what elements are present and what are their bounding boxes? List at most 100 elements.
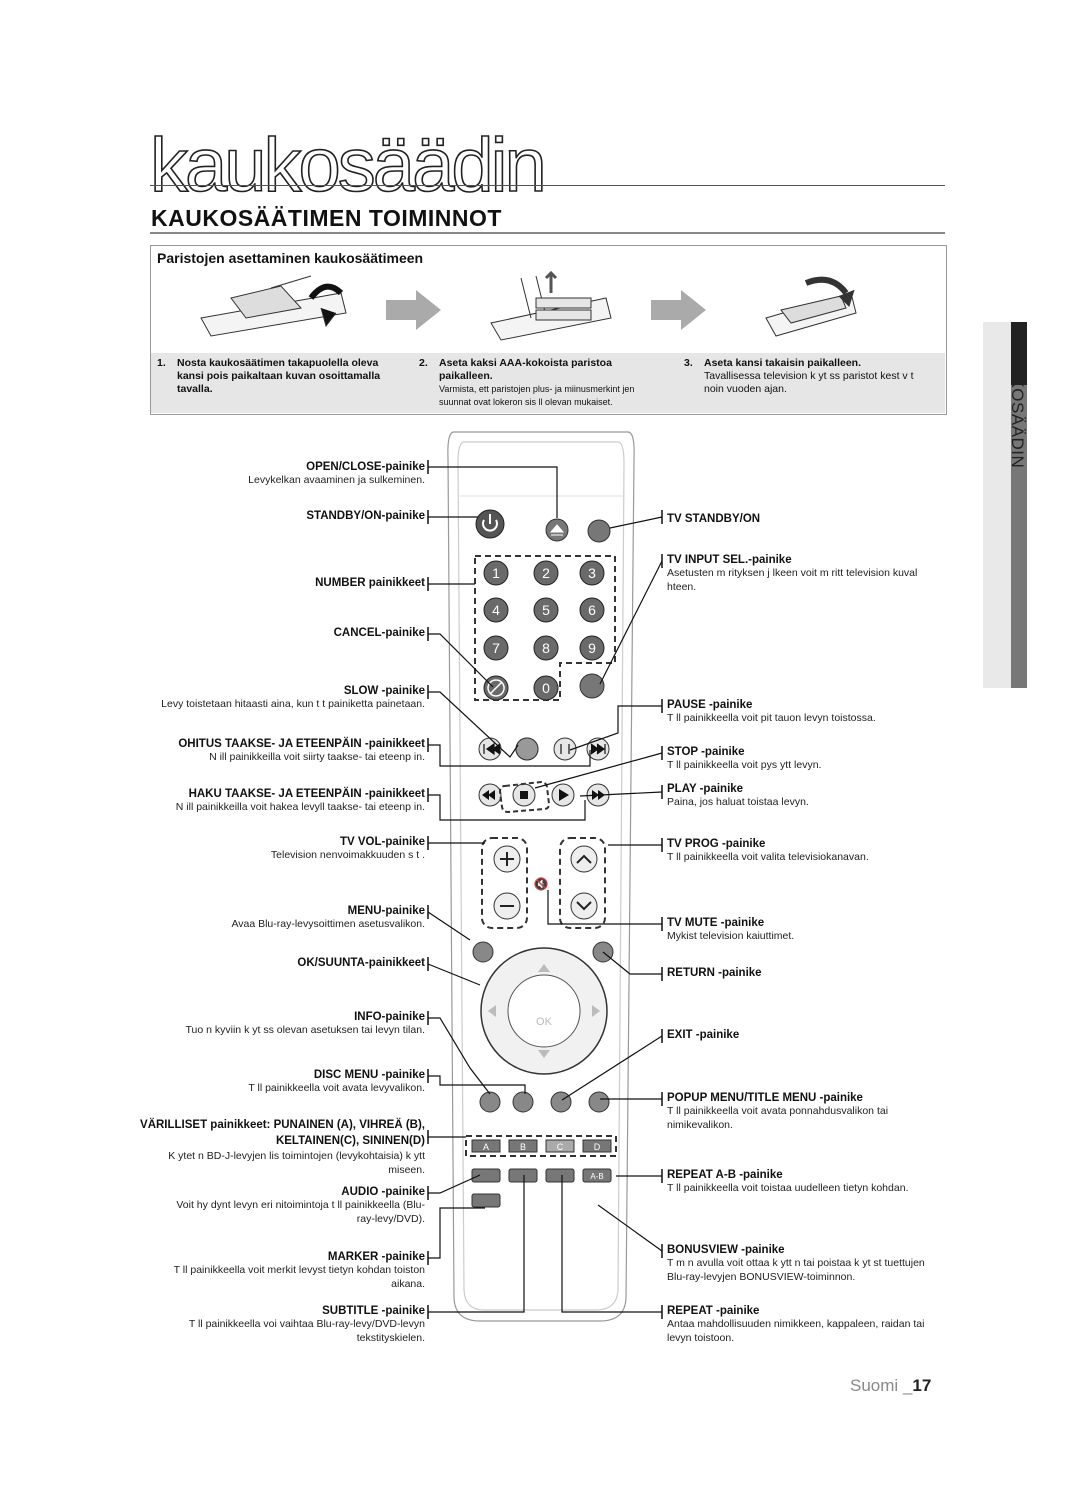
arrow-icon xyxy=(386,290,441,330)
color-key-d[interactable] xyxy=(582,1139,612,1153)
prog-down-button[interactable] xyxy=(570,892,598,920)
prog-up-button[interactable] xyxy=(570,845,598,873)
number-key-8[interactable] xyxy=(533,635,559,661)
color-key-b[interactable] xyxy=(508,1139,538,1153)
callout-label: TV PROG -painike xyxy=(667,838,766,850)
mute-icon[interactable]: 🔇 xyxy=(534,877,549,891)
color-key-a[interactable] xyxy=(471,1139,501,1153)
number-key-label: 5 xyxy=(542,602,550,618)
number-key-label: 1 xyxy=(492,565,500,581)
exit-button[interactable] xyxy=(550,1091,572,1113)
audio-button[interactable] xyxy=(471,1168,501,1183)
callout-label: DISC MENU -painike xyxy=(313,1069,425,1081)
number-key-label: 7 xyxy=(492,640,500,656)
callout-label: VÄRILLISET painikkeet: PUNAINEN (A), VIH… xyxy=(140,1119,425,1147)
number-key-5[interactable] xyxy=(533,597,559,623)
pause-button[interactable] xyxy=(553,737,577,761)
callout-description: Television nenvoimakkuuden s t . xyxy=(270,849,425,861)
popup-menu-button[interactable] xyxy=(588,1091,610,1113)
callout-description: Mykist television kaiuttimet. xyxy=(667,930,795,942)
arrow-right-icon[interactable] xyxy=(592,1005,600,1017)
step-number: 3. xyxy=(684,357,693,369)
callout-description: T ll painikkeella voit avata ponnahdusva… xyxy=(667,1105,889,1131)
battery-illustrations xyxy=(200,270,857,341)
callout-description: N ill painikkeilla voit hakea levyll taa… xyxy=(175,801,425,813)
audio-lower-button[interactable] xyxy=(471,1193,501,1208)
side-tab-label: KAUKOSÄÄDIN xyxy=(1008,340,1027,469)
repeat-ab-label: A-B xyxy=(590,1172,603,1181)
callout-left-3: CANCEL-painike xyxy=(165,627,425,639)
page-footer: Suomi _17 xyxy=(850,1376,931,1396)
tv-standby-button[interactable] xyxy=(587,519,611,543)
callout-label: TV VOL-painike xyxy=(340,836,425,848)
disc-menu-button[interactable] xyxy=(512,1091,534,1113)
callout-description: T ll painikkeella voi vaihtaa Blu-ray-le… xyxy=(188,1318,425,1344)
callout-description: T ll painikkeella voit pys ytt levyn. xyxy=(667,759,822,771)
color-key-c[interactable] xyxy=(545,1139,575,1153)
callout-right-0: TV STANDBY/ON xyxy=(667,513,942,525)
arrow-up-icon[interactable] xyxy=(538,964,550,972)
marker-button[interactable] xyxy=(508,1168,538,1183)
number-key-2[interactable] xyxy=(533,560,559,586)
number-key-0[interactable] xyxy=(533,675,559,701)
ok-label: OK xyxy=(536,1016,553,1028)
number-key-4[interactable] xyxy=(483,597,509,623)
stop-icon xyxy=(520,791,528,799)
arrow-left-icon[interactable] xyxy=(488,1005,496,1017)
step-text: Nosta kaukosäätimen takapuolella oleva k… xyxy=(177,357,381,395)
callout-description: Paina, jos haluat toistaa levyn. xyxy=(667,796,809,808)
color-key-label: A xyxy=(483,1142,489,1152)
callout-label: RETURN -painike xyxy=(667,967,762,979)
return-button[interactable] xyxy=(592,941,614,963)
battery-step-1: 1. Nosta kaukosäätimen takapuolella olev… xyxy=(157,357,412,409)
callout-label: AUDIO -painike xyxy=(341,1186,425,1198)
callout-label: OK/SUUNTA-painikkeet xyxy=(297,957,425,969)
callout-label: PAUSE -painike xyxy=(667,699,753,711)
callout-description: Asetusten m rityksen j lkeen voit m ritt… xyxy=(667,567,918,593)
callout-description: T m n avulla voit ottaa k ytt n tai pois… xyxy=(667,1257,925,1283)
callout-label: CANCEL-painike xyxy=(333,627,425,639)
callout-description: Avaa Blu-ray-levysoittimen asetusvalikon… xyxy=(231,918,425,930)
callout-description: Levykelkan avaaminen ja sulkeminen. xyxy=(248,474,425,486)
callout-label: MARKER -painike xyxy=(327,1251,425,1263)
info-button[interactable] xyxy=(479,1091,501,1113)
arrow-down-icon[interactable] xyxy=(538,1050,550,1058)
steps-band xyxy=(151,353,945,413)
callout-left-2: NUMBER painikkeet xyxy=(165,577,425,589)
section-title: KAUKOSÄÄTIMEN TOIMINNOT xyxy=(151,205,502,231)
battery-step-2: 2. Aseta kaksi AAA-kokoista paristoa pai… xyxy=(419,357,679,413)
remote-batteries-illustration xyxy=(490,270,612,341)
number-key-label: 8 xyxy=(542,640,550,656)
callout-label: OPEN/CLOSE-painike xyxy=(306,461,425,473)
number-key-1[interactable] xyxy=(483,560,509,586)
callout-label: OHITUS TAAKSE- JA ETEENPÄIN -painikkeet xyxy=(178,738,425,750)
callout-description: T ll painikkeella voit merkit levyst tie… xyxy=(173,1264,425,1290)
color-key-label: D xyxy=(594,1142,601,1152)
plus-icon xyxy=(500,852,514,866)
callout-description: Antaa mahdollisuuden nimikkeen, kappalee… xyxy=(667,1318,925,1344)
ok-button[interactable] xyxy=(507,974,581,1048)
tv-vol-highlight xyxy=(481,837,528,929)
arrow-icon xyxy=(651,290,706,330)
tv-input-button[interactable] xyxy=(579,673,605,699)
subtitle-button[interactable] xyxy=(545,1168,575,1183)
chapter-title: kaukosäädin xyxy=(149,123,547,208)
menu-button[interactable] xyxy=(472,941,494,963)
number-key-label: 9 xyxy=(588,640,596,656)
eject-icon xyxy=(549,524,565,536)
callout-description: Voit hy dynt levyn eri nitoimintoja t ll… xyxy=(176,1199,425,1225)
callout-label: PLAY -painike xyxy=(667,783,744,795)
callout-left-12: VÄRILLISET painikkeet: PUNAINEN (A), VIH… xyxy=(135,1117,425,1177)
callout-description: T ll painikkeella voit avata levyvalikon… xyxy=(248,1082,425,1094)
